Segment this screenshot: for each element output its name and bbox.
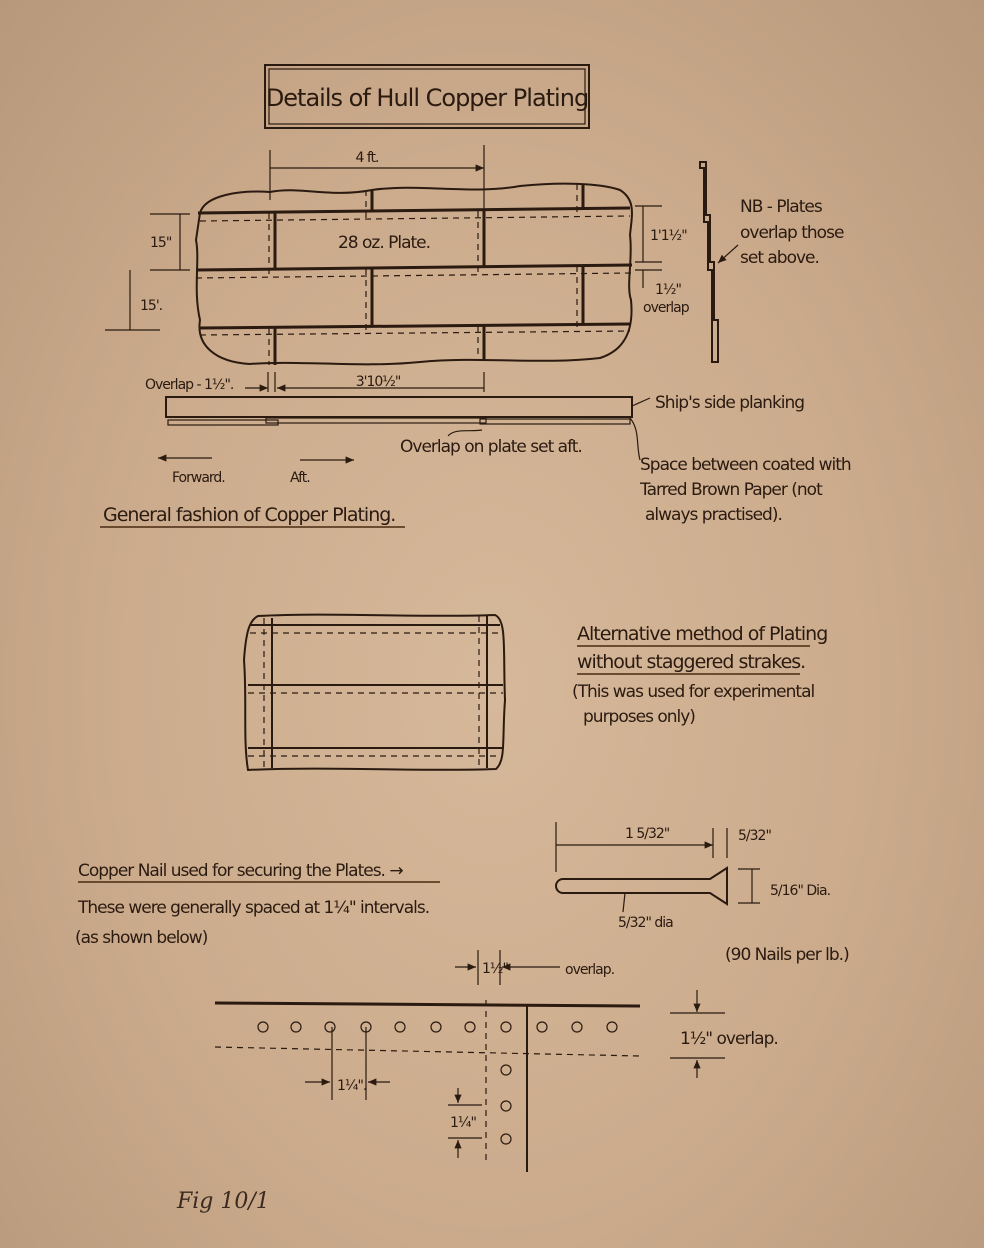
top-overlap-value: 1½": [482, 961, 508, 977]
plate-overlap-profile: NB - Plates overlap those set above.: [699, 161, 845, 363]
diagram-title: Details of Hull Copper Plating: [266, 84, 588, 112]
width-dimension-label: 4 ft.: [356, 150, 379, 166]
title-box: Details of Hull Copper Plating: [264, 64, 590, 129]
nail-spacing-drawing: 1½" overlap. 1½" overlap. 1¼". 1¼": [214, 950, 779, 1172]
alternative-title: Alternative method of Plating: [577, 623, 827, 645]
nail-caption-line-1: Copper Nail used for securing the Plates…: [78, 861, 403, 881]
space-note-line-3: always practised).: [645, 505, 782, 525]
overlap-left-label: Overlap - 1½".: [145, 377, 233, 393]
head-depth-label: 5/32": [738, 828, 771, 844]
figure-label: Fig 10/1: [176, 1189, 270, 1214]
space-note-line-1: Space between coated with: [640, 455, 851, 475]
aft-label: Aft.: [290, 470, 310, 486]
nail-hole: [290, 1021, 302, 1033]
horizontal-spacing-label: 1¼".: [337, 1078, 366, 1094]
nail-hole: [500, 1021, 512, 1033]
planking-section: Overlap - 1½". 3'10½" Ship's side planki…: [100, 372, 852, 528]
top-overlap-word: overlap.: [565, 962, 614, 978]
nail-hole: [257, 1021, 269, 1033]
plate-weight-label: 28 oz. Plate.: [338, 233, 430, 253]
nail-hole: [500, 1064, 512, 1076]
nail-hole: [536, 1021, 548, 1033]
head-diameter-label: 5/16" Dia.: [770, 883, 830, 899]
plate-height-label: 1'1½": [650, 228, 687, 244]
nb-note-line-3: set above.: [740, 248, 819, 268]
nail-hole: [324, 1021, 336, 1033]
nail-caption-line-2: These were generally spaced at 1¼" inter…: [77, 898, 429, 918]
span-dimension-label: 3'10½": [356, 374, 401, 390]
overlap-word-label: overlap: [643, 300, 690, 316]
copper-nail-drawing: Copper Nail used for securing the Plates…: [75, 822, 850, 965]
forward-label: Forward.: [172, 470, 225, 486]
nail-hole: [360, 1021, 372, 1033]
space-note-line-2: Tarred Brown Paper (not: [639, 480, 823, 500]
nail-hole: [500, 1133, 512, 1145]
height-dimension-label-1: 15": [150, 235, 172, 251]
nail-hole: [394, 1021, 406, 1033]
nail-hole: [606, 1021, 618, 1033]
nb-note-line-1: NB - Plates: [740, 197, 823, 217]
nail-caption-line-3: (as shown below): [75, 928, 208, 948]
nb-note-line-2: overlap those: [740, 223, 844, 243]
shank-diameter-label: 5/32" dia: [618, 915, 673, 931]
right-overlap-label: 1½" overlap.: [680, 1029, 778, 1049]
alternative-note-line-1: (This was used for experimental: [572, 682, 814, 702]
planking-label: Ship's side planking: [655, 393, 804, 413]
nail-hole: [571, 1021, 583, 1033]
height-dimension-label-2: 15'.: [140, 298, 162, 314]
nail-hole: [430, 1021, 442, 1033]
staggered-plating-drawing: 28 oz. Plate. 4 ft. 15" 15'. 1'1½" 1½" o…: [105, 145, 691, 366]
alternative-subtitle: without staggered strakes.: [577, 651, 805, 673]
overlap-value-label: 1½": [655, 282, 681, 298]
overlap-aft-label: Overlap on plate set aft.: [400, 437, 582, 457]
general-caption: General fashion of Copper Plating.: [103, 504, 395, 526]
nail-hole: [500, 1100, 512, 1112]
nail-length-label: 1 5/32": [625, 826, 670, 842]
alternative-note-line-2: purposes only): [583, 707, 695, 727]
vertical-spacing-label: 1¼": [450, 1115, 476, 1131]
nail-hole: [464, 1021, 476, 1033]
alternative-plating-drawing: Alternative method of Plating without st…: [242, 613, 828, 772]
nails-per-pound-label: (90 Nails per lb.): [725, 945, 849, 965]
